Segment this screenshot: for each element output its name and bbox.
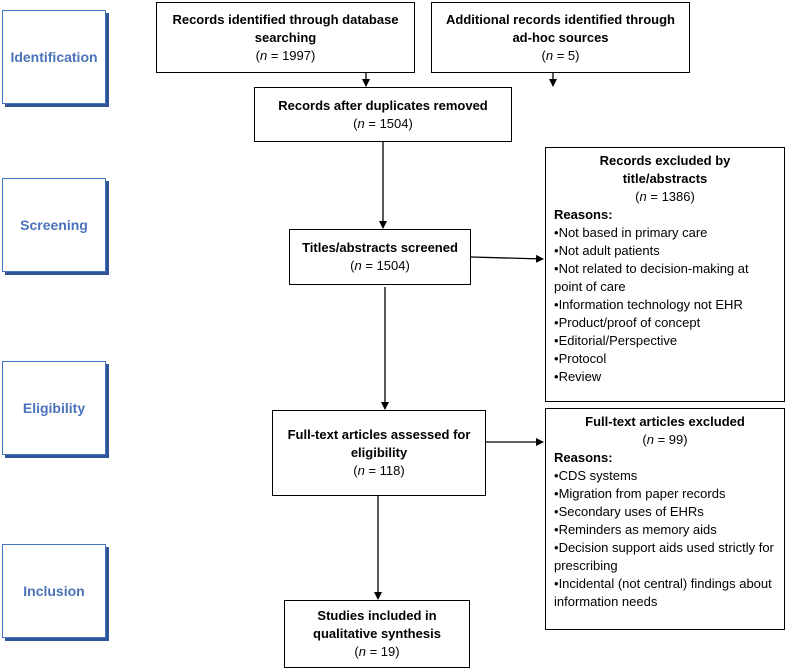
dedup-records-title: Records after duplicates removed bbox=[278, 97, 488, 113]
excluded-fulltext-title: Full-text articles excluded bbox=[585, 414, 745, 429]
excluded-title-abstract-title: Records excluded by title/abstracts bbox=[599, 153, 731, 186]
reason-item: Not based in primary care bbox=[554, 224, 776, 242]
phase-identification: Identification bbox=[2, 10, 106, 104]
excluded-title-abstract-reasons: Not based in primary care Not adult pati… bbox=[554, 224, 776, 386]
screened-count: (n = 1504) bbox=[350, 258, 410, 273]
dedup-records-box: Records after duplicates removed (n = 15… bbox=[254, 87, 512, 142]
excluded-title-abstract-box: Records excluded by title/abstracts (n =… bbox=[545, 147, 785, 402]
arrow-screened-to-excluded bbox=[470, 254, 544, 263]
reason-item: Decision support aids used strictly for … bbox=[554, 539, 776, 575]
dedup-records-count: (n = 1504) bbox=[353, 115, 413, 131]
screened-title: Titles/abstracts screened bbox=[302, 240, 458, 255]
reason-item: Incidental (not central) findings about … bbox=[554, 575, 776, 611]
database-records-box: Records identified through database sear… bbox=[156, 2, 415, 73]
phase-inclusion: Inclusion bbox=[2, 544, 106, 638]
phase-eligibility: Eligibility bbox=[2, 361, 106, 455]
phase-eligibility-label: Eligibility bbox=[22, 400, 86, 416]
studies-included-title: Studies included in qualitative synthesi… bbox=[313, 608, 441, 641]
excluded-fulltext-reasons-label: Reasons: bbox=[554, 450, 613, 465]
database-records-title: Records identified through database sear… bbox=[172, 11, 399, 45]
reason-item: Review bbox=[554, 368, 776, 386]
reason-item: Product/proof of concept bbox=[554, 314, 776, 332]
fulltext-assessed-count: (n = 118) bbox=[353, 463, 405, 478]
reason-item: Protocol bbox=[554, 350, 776, 368]
reason-item: CDS systems bbox=[554, 467, 776, 485]
fulltext-assessed-box: Full-text articles assessed for eligibil… bbox=[272, 410, 486, 496]
excluded-title-abstract-reasons-label: Reasons: bbox=[554, 207, 613, 222]
adhoc-records-title: Additional records identified through ad… bbox=[446, 11, 675, 45]
excluded-title-abstract-count: (n = 1386) bbox=[635, 189, 695, 204]
fulltext-assessed-title: Full-text articles assessed for eligibil… bbox=[287, 427, 471, 460]
reason-item: Editorial/Perspective bbox=[554, 332, 776, 350]
reason-item: Migration from paper records bbox=[554, 485, 776, 503]
reason-item: Not adult patients bbox=[554, 242, 776, 260]
adhoc-records-count: (n = 5) bbox=[541, 47, 580, 63]
screened-box: Titles/abstracts screened (n = 1504) bbox=[289, 229, 471, 285]
studies-included-box: Studies included in qualitative synthesi… bbox=[284, 600, 470, 668]
phase-identification-label: Identification bbox=[10, 49, 98, 65]
reason-item: Information technology not EHR bbox=[554, 296, 776, 314]
phase-screening: Screening bbox=[2, 178, 106, 272]
phase-screening-label: Screening bbox=[20, 217, 88, 233]
excluded-fulltext-count: (n = 99) bbox=[642, 432, 688, 447]
studies-included-count: (n = 19) bbox=[354, 644, 400, 659]
excluded-fulltext-reasons: CDS systems Migration from paper records… bbox=[554, 467, 776, 611]
reason-item: Reminders as memory aids bbox=[554, 521, 776, 539]
reason-item: Not related to decision-making at point … bbox=[554, 260, 776, 296]
adhoc-records-box: Additional records identified through ad… bbox=[431, 2, 690, 73]
excluded-fulltext-box: Full-text articles excluded (n = 99) Rea… bbox=[545, 408, 785, 630]
phase-inclusion-label: Inclusion bbox=[23, 583, 85, 599]
database-records-count: (n = 1997) bbox=[255, 47, 316, 63]
reason-item: Secondary uses of EHRs bbox=[554, 503, 776, 521]
